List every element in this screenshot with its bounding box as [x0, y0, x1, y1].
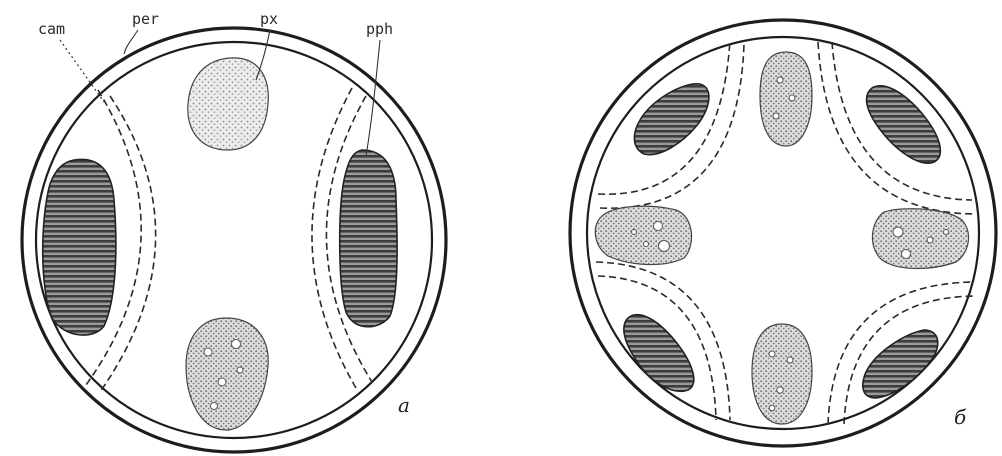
panel-b-vessel	[659, 241, 670, 252]
panel-a-protoxylem-bottom	[186, 318, 268, 430]
panel-a-letter: a	[398, 393, 410, 417]
label-pph: pph	[366, 20, 393, 38]
panel-b-vessel	[773, 113, 779, 119]
panel-b-vessel	[893, 227, 903, 237]
panel-b-phloem-bl	[624, 315, 694, 392]
panel-a-vessel	[204, 348, 212, 356]
panel-b-vessel	[644, 242, 649, 247]
label-px: px	[260, 10, 278, 28]
panel-b-protoxylem-left	[595, 206, 691, 264]
panel-b-vessel	[902, 250, 911, 259]
panel-b-vessel	[927, 237, 933, 243]
panel-b-phloem-br	[863, 330, 938, 398]
panel-b: б	[570, 20, 996, 446]
label-cam: cam	[38, 20, 65, 38]
panel-b-vessel	[789, 95, 795, 101]
panel-b-vessel	[777, 77, 783, 83]
panel-b-vessel	[654, 222, 663, 231]
panel-a-vessel	[218, 378, 226, 386]
panel-a-vessel	[237, 367, 243, 373]
panel-a-vessel	[232, 340, 241, 349]
panel-a-phloem-right	[340, 150, 397, 327]
panel-a: cam per px pph a	[22, 10, 446, 452]
panel-a-protoxylem-top	[188, 58, 268, 150]
panel-b-vessel	[769, 351, 775, 357]
label-per: per	[132, 10, 159, 28]
panel-b-phloem-tr	[867, 86, 941, 163]
panel-b-vessel	[632, 230, 637, 235]
panel-b-vessel	[944, 230, 949, 235]
panel-b-protoxylem-top	[760, 52, 812, 146]
panel-a-vessel	[211, 403, 218, 410]
panel-b-vessel	[777, 387, 783, 393]
panel-b-vessel	[787, 357, 793, 363]
panel-b-protoxylem-bottom	[752, 324, 812, 424]
panel-a-phloem-left	[43, 159, 116, 335]
panel-b-protoxylem-right	[872, 209, 968, 269]
panel-b-vessel	[769, 405, 775, 411]
panel-b-letter: б	[954, 405, 967, 429]
